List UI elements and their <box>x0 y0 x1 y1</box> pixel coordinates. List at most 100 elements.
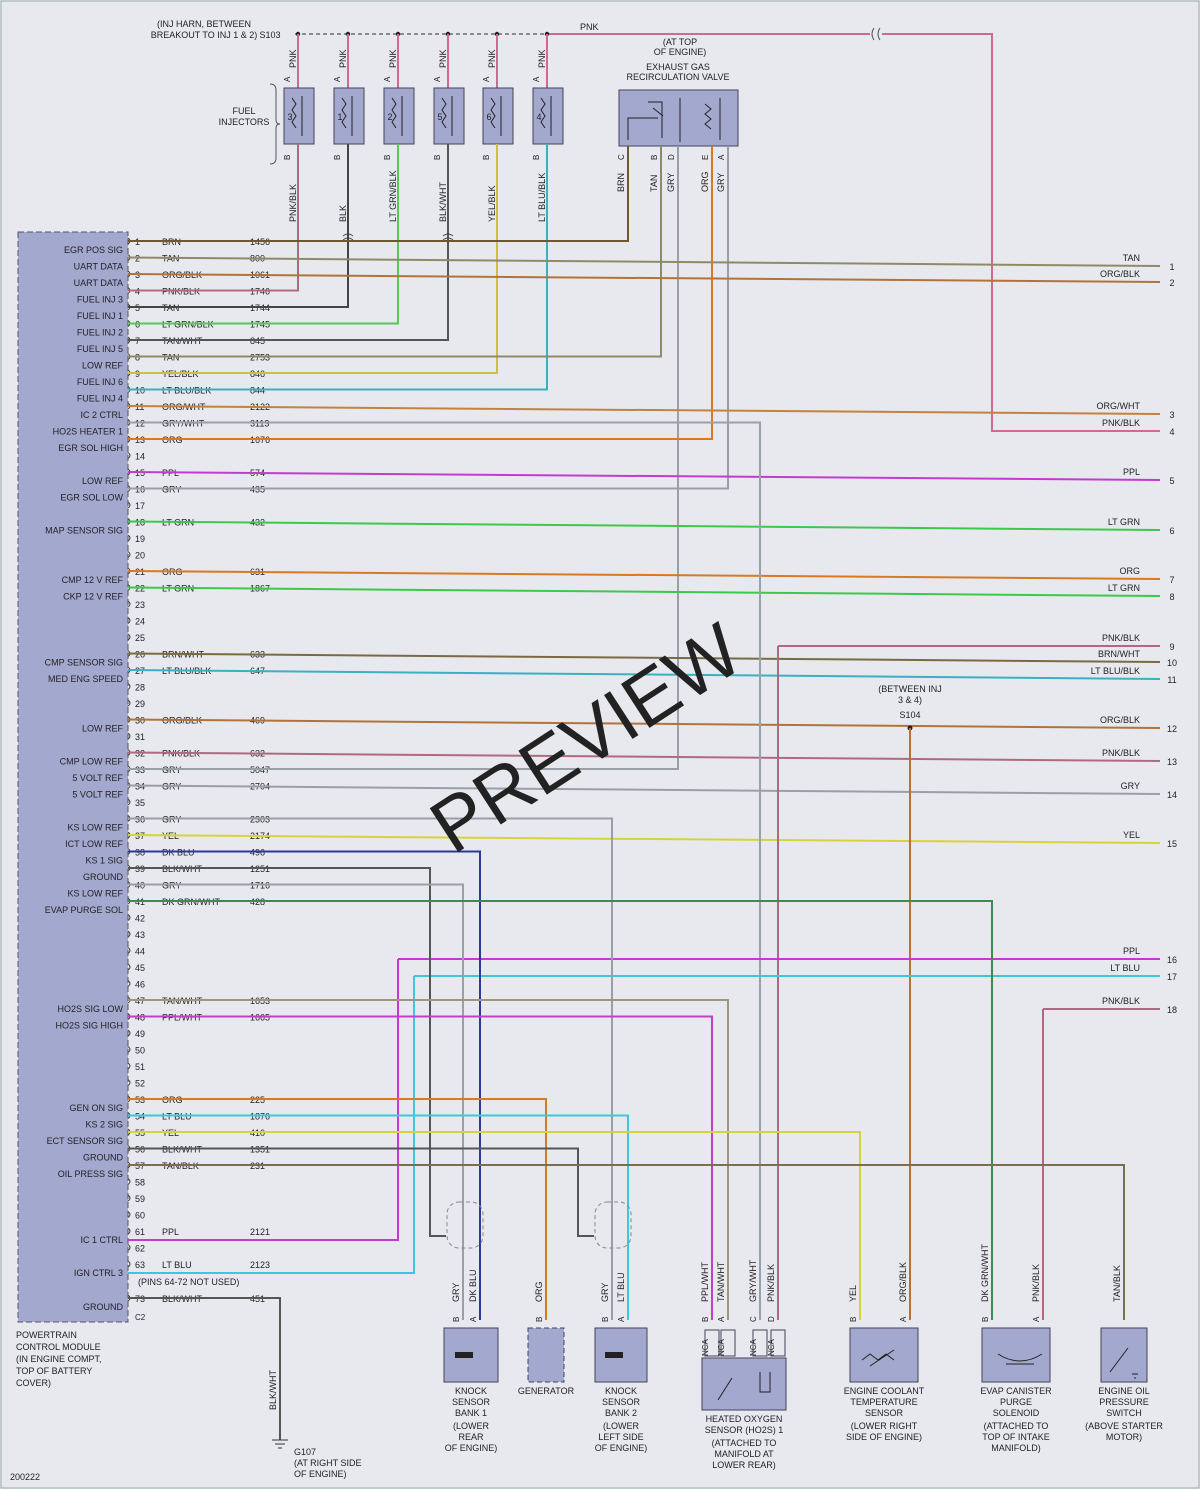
right-connector-wire <box>127 570 1161 580</box>
right-connector-wire <box>127 273 1161 283</box>
oilp-pin-color: TAN/BLK <box>1112 1265 1122 1302</box>
pcm-pin-label: UART DATA <box>74 278 123 288</box>
pcm-pin-label: FUEL INJ 3 <box>77 295 123 305</box>
oilp-name: ENGINE OIL <box>1098 1386 1150 1396</box>
knock2-pin-letter: B <box>601 1317 610 1322</box>
ho2s-pin-letter: B <box>701 1317 710 1322</box>
knock2-pin-color: LT BLU <box>616 1272 626 1302</box>
pin-bracket <box>127 914 131 921</box>
knock1-location: OF ENGINE) <box>445 1443 498 1453</box>
oilp-wire <box>128 1164 1125 1320</box>
right-connector-color: PPL <box>1123 946 1140 956</box>
injector-pin-b: B <box>433 155 442 160</box>
pin-bracket <box>127 963 131 971</box>
right-connector-number: 4 <box>1169 427 1174 437</box>
pcm-pin-label: MED ENG SPEED <box>48 674 124 684</box>
right-connector-color: PNK/BLK <box>1102 418 1140 428</box>
inline-connector <box>442 233 454 241</box>
pcm-pin-number: 42 <box>135 914 145 924</box>
pcm-pin-number: 24 <box>135 617 145 627</box>
pin-bracket <box>127 501 131 509</box>
injector-coil-icon <box>540 97 546 129</box>
injector-number: 6 <box>486 112 491 122</box>
injector-bottom-color: BLK <box>338 205 348 222</box>
pcm-pin-label: 5 VOLT REF <box>72 773 123 783</box>
right-connector-color: YEL <box>1123 830 1140 840</box>
right-connector-color: PNK/BLK <box>1102 748 1140 758</box>
ect-name: ENGINE COOLANT <box>844 1386 925 1396</box>
injector-return-wire <box>128 144 399 325</box>
right-connector-color: ORG/WHT <box>1097 401 1141 411</box>
pcm-title: (IN ENGINE COMPT, <box>16 1354 102 1364</box>
injector-top-color: PNK <box>438 49 448 68</box>
ground-wire <box>128 1297 281 1440</box>
pcm-pin-label: FUEL INJ 1 <box>77 311 123 321</box>
fuel-injectors-label: INJECTORS <box>219 117 270 127</box>
pcm-pin-label: CMP LOW REF <box>60 757 124 767</box>
right-connector-number: 15 <box>1167 839 1177 849</box>
pcm-pin-number: 46 <box>135 980 145 990</box>
top-wire-note: (AT TOP <box>663 37 697 47</box>
pcm-module <box>17 231 129 1323</box>
right-connector-number: 3 <box>1169 410 1174 420</box>
pcm-pin-label: GROUND <box>83 872 123 882</box>
egr-pin-letter: C <box>617 154 626 160</box>
s104-label: S104 <box>899 710 920 720</box>
oilp-name: SWITCH <box>1106 1408 1142 1418</box>
ect-name: SENSOR <box>865 1408 904 1418</box>
ect-sig-wire <box>128 1131 861 1320</box>
pcm-pin-number: 31 <box>135 732 145 742</box>
right-connector-number: 2 <box>1169 278 1174 288</box>
pcm-pin-number: 60 <box>135 1211 145 1221</box>
pin-bracket <box>127 1211 131 1218</box>
right-connector-wire <box>127 784 1161 795</box>
shield-icon <box>446 1201 484 1249</box>
knock2-name: KNOCK <box>605 1386 637 1396</box>
right-connector-wire <box>127 834 1161 844</box>
ect-pin-color: YEL <box>848 1285 858 1302</box>
pcm-pin-label: CMP 12 V REF <box>62 575 124 585</box>
right-connector-number: 13 <box>1167 757 1177 767</box>
shield-icon <box>594 1201 632 1249</box>
right-connector-color: LT BLU/BLK <box>1091 666 1140 676</box>
ground-wire-color: BLK/WHT <box>268 1369 278 1410</box>
injector-coil-icon <box>441 97 447 129</box>
nca-box <box>704 1329 720 1357</box>
right-connector-number: 12 <box>1167 724 1177 734</box>
injector-box <box>433 87 465 145</box>
egr-wire <box>128 146 629 242</box>
injector-box <box>283 87 315 145</box>
injector-number: 2 <box>387 112 392 122</box>
pin-bracket <box>127 1178 131 1185</box>
pressure-switch-icon <box>1109 1347 1138 1379</box>
pin-bracket <box>127 1046 131 1053</box>
pin-bracket <box>127 452 131 459</box>
nca-box <box>720 1329 736 1357</box>
ho2s-location: LOWER REAR) <box>712 1460 776 1470</box>
s103-desc: BREAKOUT TO INJ 1 & 2) <box>151 30 258 40</box>
pin-bracket <box>127 1260 131 1268</box>
thermistor-icon <box>861 1349 895 1367</box>
right-connector-number: 7 <box>1169 575 1174 585</box>
ground-loc: (AT RIGHT SIDE <box>294 1458 362 1468</box>
injector-coil-icon <box>391 97 397 129</box>
ho2s-low-wire <box>777 645 1160 1320</box>
right-connector-wire <box>127 586 1161 597</box>
pcm-pin-number: 61 <box>135 1227 145 1237</box>
pcm-pin-circuit: 2121 <box>250 1227 270 1237</box>
ic1-wire <box>128 958 1160 1241</box>
right-connector-number: 1 <box>1169 262 1174 272</box>
knock2-pin-letter: A <box>617 1316 626 1322</box>
pcm-title: COVER) <box>16 1378 51 1388</box>
right-connector-number: 11 <box>1167 675 1176 685</box>
pcm-pin-label: FUEL INJ 4 <box>77 394 123 404</box>
knock2-location: (LOWER <box>603 1421 640 1431</box>
pcm-title: TOP OF BATTERY <box>16 1366 92 1376</box>
evap-pin-color: PNK/BLK <box>1031 1264 1041 1302</box>
pcm-pin-label: GEN ON SIG <box>69 1103 123 1113</box>
injector-pin-a: A <box>482 76 491 82</box>
pin-bracket <box>127 617 131 624</box>
pcm-pin-number: 23 <box>135 600 145 610</box>
diagram-code: 200222 <box>10 1472 40 1482</box>
